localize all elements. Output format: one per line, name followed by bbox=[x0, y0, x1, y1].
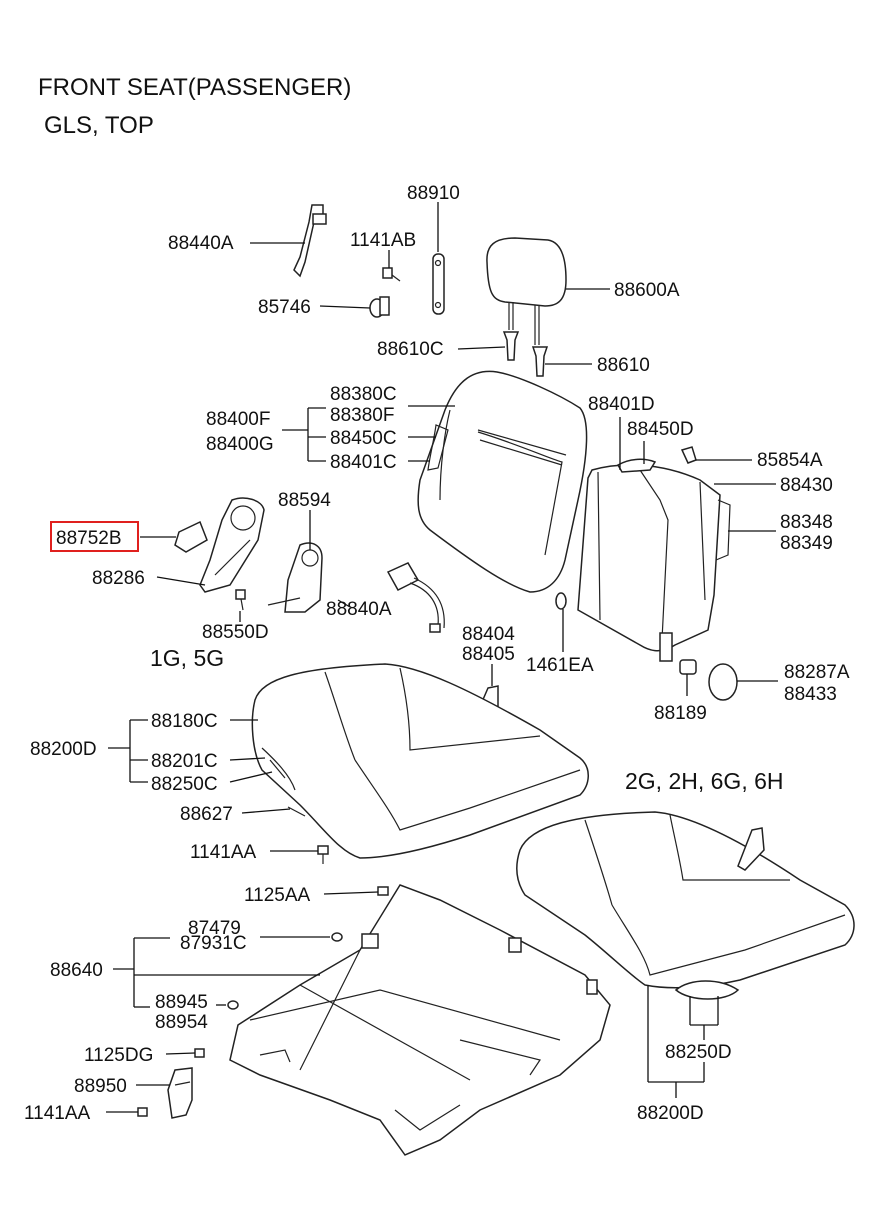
label-88400g[interactable]: 88400G bbox=[206, 434, 274, 455]
seat-cushion-right bbox=[515, 811, 855, 1000]
clip-85854a bbox=[680, 446, 697, 464]
label-88450c[interactable]: 88450C bbox=[330, 428, 397, 449]
label-88401c[interactable]: 88401C bbox=[330, 452, 397, 473]
label-88348[interactable]: 88348 bbox=[780, 512, 833, 533]
seatback-back-board bbox=[577, 458, 731, 662]
label-88349[interactable]: 88349 bbox=[780, 533, 833, 554]
label-88180c[interactable]: 88180C bbox=[151, 711, 218, 732]
label-1141aa-lower[interactable]: 1141AA bbox=[24, 1103, 91, 1124]
bolt-1141aa-lower bbox=[137, 1107, 148, 1117]
label-87931c[interactable]: 87931C bbox=[180, 933, 247, 954]
label-1461ea[interactable]: 1461EA bbox=[526, 655, 594, 676]
clip-85746 bbox=[369, 296, 390, 318]
recliner-cover bbox=[199, 497, 265, 593]
label-88610[interactable]: 88610 bbox=[597, 355, 650, 376]
lever-bracket bbox=[293, 204, 327, 278]
label-1141ab[interactable]: 1141AB bbox=[350, 230, 416, 251]
label-88401d[interactable]: 88401D bbox=[588, 394, 655, 415]
label-88400f[interactable]: 88400F bbox=[206, 409, 270, 430]
label-1125dg[interactable]: 1125DG bbox=[84, 1045, 153, 1066]
label-88380f[interactable]: 88380F bbox=[330, 405, 394, 426]
label-1141aa-upper[interactable]: 1141AA bbox=[190, 842, 257, 863]
knob-88189 bbox=[679, 659, 697, 675]
label-88950[interactable]: 88950 bbox=[74, 1076, 127, 1097]
label-88440a[interactable]: 88440A bbox=[168, 233, 234, 254]
label-88840a[interactable]: 88840A bbox=[326, 599, 392, 620]
label-88200d-right[interactable]: 88200D bbox=[637, 1103, 704, 1124]
label-88201c[interactable]: 88201C bbox=[151, 751, 218, 772]
seat-frame bbox=[229, 884, 611, 1156]
seatback-cushion bbox=[417, 370, 588, 593]
pin-88627 bbox=[287, 806, 306, 817]
bolt-1141aa-upper bbox=[317, 845, 329, 864]
belt-buckle bbox=[386, 562, 445, 633]
bracket-88950 bbox=[167, 1067, 193, 1119]
headrest-guides bbox=[502, 331, 549, 377]
label-85854a[interactable]: 85854A bbox=[757, 450, 823, 471]
label-88250d[interactable]: 88250D bbox=[665, 1042, 732, 1063]
label-88200d[interactable]: 88200D bbox=[30, 739, 97, 760]
highlight-box-88752b bbox=[50, 521, 139, 552]
grommet-1461ea bbox=[555, 592, 567, 610]
label-88405[interactable]: 88405 bbox=[462, 644, 515, 665]
variant-left-label: 1G, 5G bbox=[150, 645, 224, 671]
label-88380c[interactable]: 88380C bbox=[330, 384, 397, 405]
label-1125aa[interactable]: 1125AA bbox=[244, 885, 311, 906]
label-88627[interactable]: 88627 bbox=[180, 804, 233, 825]
bolt-1141ab bbox=[382, 267, 401, 282]
cover-88752b bbox=[174, 520, 208, 553]
screw-1125dg bbox=[194, 1048, 205, 1058]
label-88594[interactable]: 88594 bbox=[278, 490, 331, 511]
label-85746[interactable]: 85746 bbox=[258, 297, 311, 318]
headrest bbox=[486, 237, 567, 345]
label-88433[interactable]: 88433 bbox=[784, 684, 837, 705]
label-88286[interactable]: 88286 bbox=[92, 568, 145, 589]
diagram-title: FRONT SEAT(PASSENGER) bbox=[38, 74, 351, 101]
grommets-frame bbox=[227, 932, 343, 1010]
seat-cushion-left bbox=[251, 663, 589, 859]
label-88610c[interactable]: 88610C bbox=[377, 339, 444, 360]
label-88404[interactable]: 88404 bbox=[462, 624, 515, 645]
diagram-subtitle: GLS, TOP bbox=[44, 112, 154, 139]
label-88430[interactable]: 88430 bbox=[780, 475, 833, 496]
screw-1125aa bbox=[377, 886, 389, 896]
leader-lines bbox=[106, 202, 778, 1113]
label-88287a[interactable]: 88287A bbox=[784, 662, 850, 683]
headrest-guide-bracket bbox=[432, 253, 445, 315]
label-88945[interactable]: 88945 bbox=[155, 992, 208, 1013]
label-88752b[interactable]: 88752B bbox=[56, 528, 122, 549]
variant-right-label: 2G, 2H, 6G, 6H bbox=[625, 768, 784, 794]
label-87479[interactable]: 87479 bbox=[188, 918, 241, 939]
label-88550d[interactable]: 88550D bbox=[202, 622, 269, 643]
recliner-mechanism bbox=[267, 542, 323, 613]
bolt-88550d bbox=[235, 589, 246, 611]
label-88640[interactable]: 88640 bbox=[50, 960, 103, 981]
label-88450d[interactable]: 88450D bbox=[627, 419, 694, 440]
label-88910[interactable]: 88910 bbox=[407, 183, 460, 204]
label-88189[interactable]: 88189 bbox=[654, 703, 707, 724]
cover-88287a bbox=[708, 663, 738, 701]
label-88250c[interactable]: 88250C bbox=[151, 774, 218, 795]
label-88954[interactable]: 88954 bbox=[155, 1012, 208, 1033]
label-88600a[interactable]: 88600A bbox=[614, 280, 680, 301]
